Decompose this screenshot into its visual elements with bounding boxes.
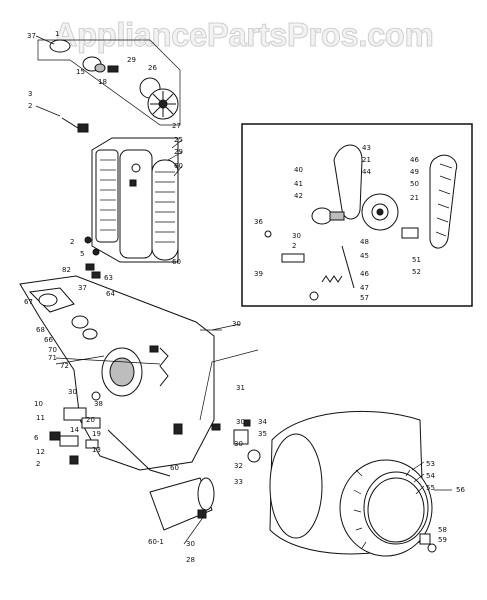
label-55: 55 xyxy=(426,484,435,492)
label-60b: 60 xyxy=(172,258,181,266)
label-58: 58 xyxy=(438,526,447,534)
inset-leader-line xyxy=(199,349,259,421)
label-47: 47 xyxy=(360,284,369,292)
screw-top xyxy=(61,117,89,133)
label-20: 20 xyxy=(86,416,95,424)
label-57: 57 xyxy=(360,294,369,302)
label-43: 43 xyxy=(362,144,371,152)
label-41: 41 xyxy=(294,180,303,188)
label-54: 54 xyxy=(426,472,435,480)
label-27: 27 xyxy=(172,122,181,130)
label-42: 42 xyxy=(294,192,303,200)
label-72: 72 xyxy=(60,362,69,370)
label-19: 19 xyxy=(92,430,101,438)
label-25: 25 xyxy=(174,136,183,144)
label-70: 70 xyxy=(48,346,57,354)
label-60-1: 60-1 xyxy=(148,538,164,546)
label-33: 33 xyxy=(234,478,243,486)
label-13: 13 xyxy=(92,446,101,454)
watermark-text: AppliancePartsPros.com xyxy=(53,16,434,54)
label-29b: 29 xyxy=(174,148,183,156)
label-46b: 46 xyxy=(360,270,369,278)
label-5: 5 xyxy=(80,250,84,258)
label-2a: 2 xyxy=(28,102,32,110)
label-45: 45 xyxy=(360,252,369,260)
label-10: 10 xyxy=(34,400,43,408)
label-71: 71 xyxy=(48,354,57,362)
label-52: 52 xyxy=(412,268,421,276)
label-18: 18 xyxy=(98,78,107,86)
blower-fan-assembly xyxy=(37,39,181,126)
label-15: 15 xyxy=(76,68,85,76)
label-34: 34 xyxy=(258,418,267,426)
label-56: 56 xyxy=(456,486,465,494)
label-2c: 2 xyxy=(292,242,296,250)
label-37b: 37 xyxy=(78,284,87,292)
label-30b: 30 xyxy=(292,232,301,240)
label-63: 63 xyxy=(104,274,113,282)
part-labels: 37 1 15 18 29 26 27 3 2 25 29 60 2 5 60 … xyxy=(24,30,465,564)
label-50: 50 xyxy=(410,180,419,188)
label-59: 59 xyxy=(438,536,447,544)
label-6: 6 xyxy=(34,434,39,442)
door-switch-assembly xyxy=(49,391,101,465)
label-30d: 30 xyxy=(236,418,245,426)
label-36: 36 xyxy=(254,218,263,226)
label-30e: 30 xyxy=(234,440,243,448)
label-26: 26 xyxy=(148,64,157,72)
label-39: 39 xyxy=(254,270,263,278)
label-21b: 21 xyxy=(410,194,419,202)
label-68: 68 xyxy=(36,326,45,334)
blower-duct xyxy=(91,137,179,263)
label-64: 64 xyxy=(106,290,115,298)
exhaust-duct xyxy=(149,477,215,531)
label-60c: 60 xyxy=(170,464,179,472)
label-38: 38 xyxy=(94,400,103,408)
label-21a: 21 xyxy=(362,156,371,164)
front-bulkhead xyxy=(19,275,222,477)
label-35: 35 xyxy=(258,430,267,438)
label-51: 51 xyxy=(412,256,421,264)
label-46: 46 xyxy=(410,156,419,164)
label-30f: 30 xyxy=(186,540,195,548)
label-11: 11 xyxy=(36,414,45,422)
label-82: 82 xyxy=(62,266,71,274)
label-67: 67 xyxy=(24,298,33,306)
label-32: 32 xyxy=(234,462,243,470)
label-48: 48 xyxy=(360,238,369,246)
label-30a: 30 xyxy=(232,320,241,328)
idler-pulley-parts xyxy=(211,419,261,463)
motor-inset-box xyxy=(241,123,473,307)
label-28: 28 xyxy=(186,556,195,564)
label-2d: 2 xyxy=(36,460,40,468)
label-12: 12 xyxy=(36,448,45,456)
label-30c: 30 xyxy=(68,388,77,396)
label-14: 14 xyxy=(70,426,79,434)
label-40: 40 xyxy=(294,166,303,174)
label-3: 3 xyxy=(28,90,32,98)
label-29a: 29 xyxy=(127,56,136,64)
label-37a: 37 xyxy=(27,32,36,40)
label-53: 53 xyxy=(426,460,435,468)
label-60a: 60 xyxy=(174,162,183,170)
label-44: 44 xyxy=(362,168,371,176)
label-1: 1 xyxy=(55,30,59,38)
label-31: 31 xyxy=(236,384,245,392)
dryer-drum xyxy=(269,410,437,557)
label-2b: 2 xyxy=(70,238,74,246)
label-66: 66 xyxy=(44,336,53,344)
leader-lines xyxy=(35,35,452,545)
label-49: 49 xyxy=(410,168,419,176)
